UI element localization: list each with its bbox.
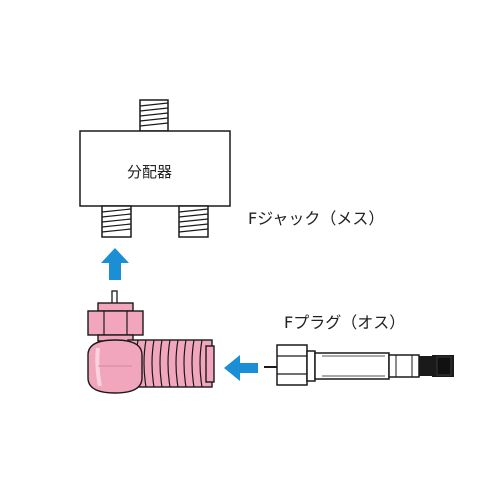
splitter-body	[79, 130, 231, 207]
arrow-up-icon	[101, 248, 129, 280]
splitter-label: 分配器	[127, 163, 173, 181]
f-plug-label: Fプラグ（オス）	[284, 313, 406, 332]
f-jack-label: Fジャック（メス）	[248, 209, 385, 228]
splitter-bottom-left-port	[101, 205, 132, 238]
f-plug	[264, 344, 454, 386]
splitter-bottom-right-port	[178, 205, 209, 238]
splitter	[79, 99, 231, 238]
splitter-top-port	[139, 99, 169, 132]
arrow-left-icon	[224, 355, 258, 381]
l-connector	[87, 290, 215, 394]
